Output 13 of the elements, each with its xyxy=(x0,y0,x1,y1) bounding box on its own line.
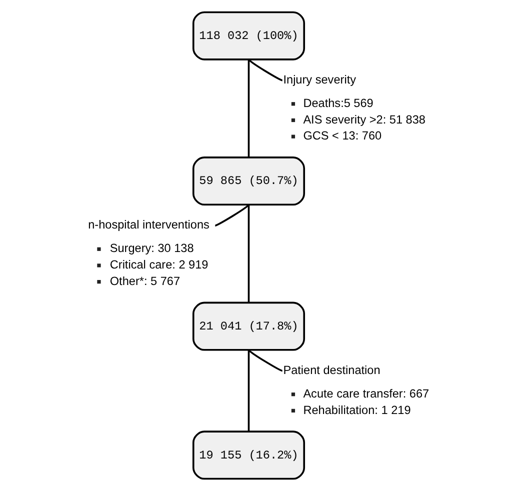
node-box: 21 041 (17.8%) xyxy=(192,302,305,351)
node-text: Patient destination Acute care transfer: 667 Rehabilitation: 1 219 xyxy=(282,362,429,417)
connector xyxy=(247,59,250,158)
node-box: 59 865 (50.7%) xyxy=(192,156,305,206)
node-text: n-hospital interventions Surgery: 30 138 Critical care: 2 919 Other*: 5 767 xyxy=(88,218,209,288)
connector xyxy=(247,204,250,303)
connector xyxy=(248,349,282,372)
connector xyxy=(248,58,282,82)
connector xyxy=(214,204,249,226)
node-box: 19 155 (16.2%) xyxy=(192,430,305,480)
node-box: 118 032 (100%) xyxy=(192,11,305,60)
connector xyxy=(247,350,250,432)
node-text: Injury severity Deaths:5 569 AIS severity >2: 51 838 GCS < 13: 760 xyxy=(282,72,426,143)
